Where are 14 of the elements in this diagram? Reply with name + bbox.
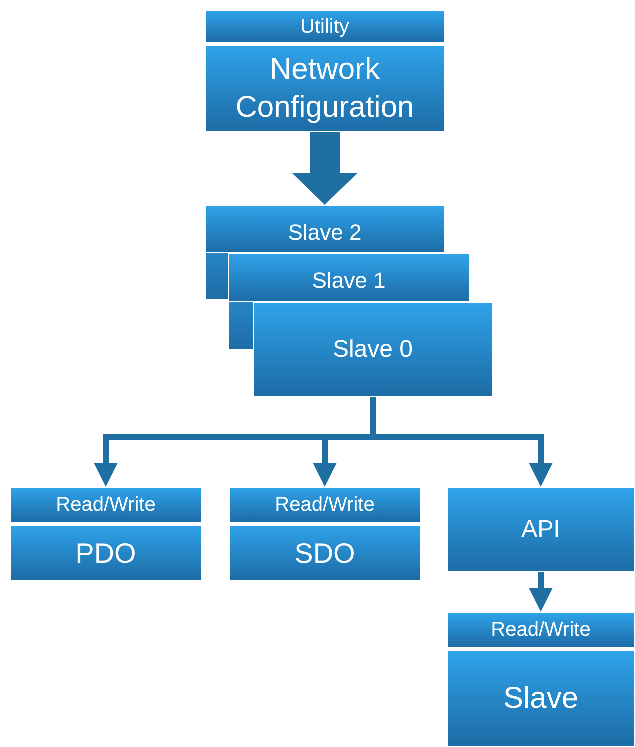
process-box: PDO (10, 525, 202, 581)
block-arrow (292, 132, 358, 205)
arrow (529, 572, 553, 612)
process-box: SDO (229, 525, 421, 581)
process-box: Slave 1 (228, 253, 470, 302)
process-box: Slave 0 (253, 302, 493, 397)
process-box: Network Configuration (205, 45, 445, 132)
header-bar: Utility (205, 10, 445, 43)
process-box: Slave 2 (205, 205, 445, 253)
header-bar: Read/Write (447, 612, 635, 648)
header-bar: Read/Write (10, 487, 202, 523)
header-bar: Read/Write (229, 487, 421, 523)
process-box: Slave (447, 650, 635, 747)
process-box: API (447, 487, 635, 572)
